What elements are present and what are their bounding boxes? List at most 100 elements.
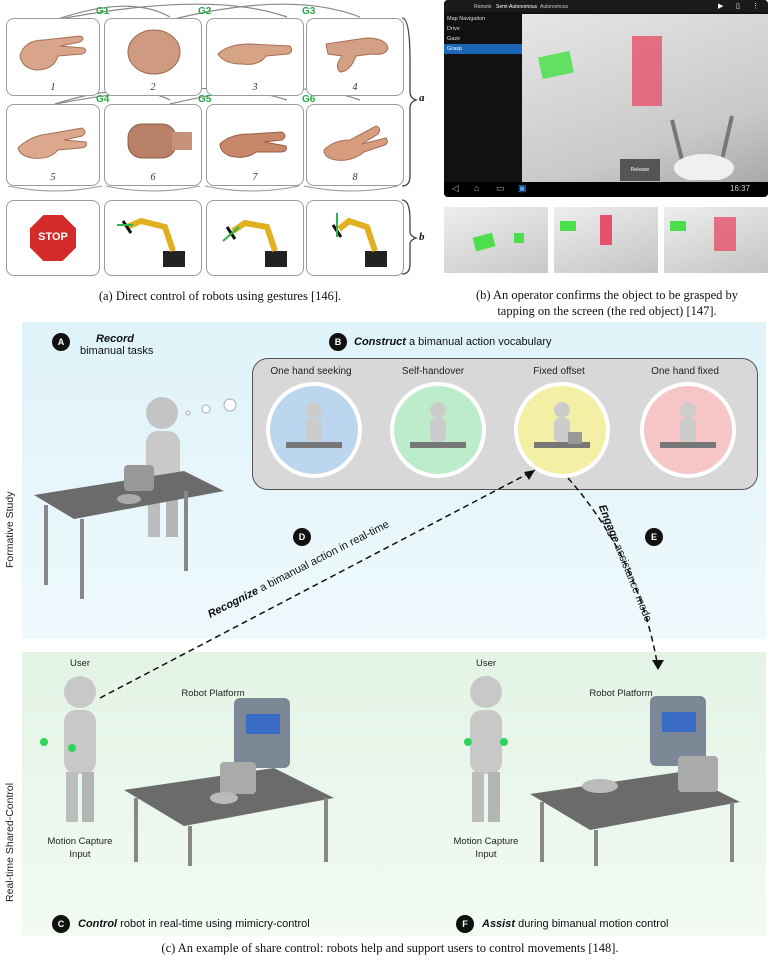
vocab-label-4: One hand fixed: [651, 366, 719, 377]
right-robot-label: Robot Platform: [589, 688, 653, 699]
green-object: [514, 233, 524, 243]
menu-drive[interactable]: Drive: [447, 26, 460, 32]
green-object: [670, 221, 686, 231]
vocab-circle-one-hand-fixed: [640, 382, 736, 478]
tablet-screen: Remote Semi-Autonomous Autonomous ▶ ▯ ⋮ …: [444, 0, 768, 197]
user-and-robot-scene-left: [40, 676, 334, 866]
stop-card: STOP: [6, 200, 100, 276]
thumbnail-3: [664, 207, 768, 273]
robot-arm-card-3: [306, 200, 404, 276]
person-at-table-icon: [286, 402, 342, 448]
step-e-badge: E: [645, 528, 663, 546]
gesture-card-1: 1: [6, 18, 100, 96]
robot-arm-icon: [117, 217, 185, 267]
left-robot-label: Robot Platform: [181, 688, 245, 699]
vocab-label-2: Self-handover: [401, 366, 465, 377]
step-c-text: Control robot in real-time using mimicry…: [78, 918, 310, 930]
gesture-card-8: 8: [306, 104, 404, 186]
card-number: 6: [150, 172, 156, 183]
caption-b: (b) An operator confirms the object to b…: [444, 287, 770, 319]
gesture-card-2: 2: [104, 18, 202, 96]
card-number: 2: [150, 82, 156, 93]
release-button[interactable]: Release: [620, 159, 660, 181]
tab-autonomous[interactable]: Autonomous: [540, 4, 569, 10]
person-recording-illustration: [34, 397, 237, 599]
person-at-table-icon: [410, 402, 466, 448]
stop-sign-text: STOP: [38, 231, 68, 243]
tablet-side-menu: Map Navigation Drive Gaze Grasp: [444, 14, 522, 54]
step-b-text: Construct a bimanual action vocabulary: [354, 336, 551, 348]
step-f-rest: during bimanual motion control: [515, 918, 669, 930]
caption-b-line1: (b) An operator confirms the object to b…: [475, 288, 739, 302]
group-label-g4: G4: [96, 94, 110, 105]
caption-a: (a) Direct control of robots using gestu…: [98, 289, 342, 303]
phone-icon[interactable]: ▯: [736, 3, 740, 10]
red-object: [600, 215, 612, 245]
group-label-g2: G2: [198, 6, 212, 17]
step-b-badge: B: [329, 333, 347, 351]
tab-semi-autonomous[interactable]: Semi-Autonomous: [496, 4, 538, 10]
right-user-label: User: [475, 658, 497, 669]
person-at-table-icon: [660, 402, 716, 448]
right-mocap-line2: Input: [475, 849, 497, 860]
caption-c: (c) An example of share control: robots …: [161, 941, 619, 955]
home-icon[interactable]: ⌂: [474, 183, 480, 193]
step-b-rest: a bimanual action vocabulary: [405, 336, 552, 348]
left-mocap-line1: Motion Capture: [47, 836, 113, 847]
hand-spread-icon: [323, 125, 388, 161]
bracket-label-a: a: [419, 92, 425, 104]
group-label-g5: G5: [198, 94, 212, 105]
hand-open-side-icon: [19, 35, 87, 71]
green-object: [560, 221, 576, 231]
step-a-text: Record bimanual tasks: [80, 333, 154, 357]
menu-gaze[interactable]: Gaze: [447, 36, 461, 42]
gesture-card-5: 5: [6, 104, 100, 186]
left-mocap-line2: Input: [69, 849, 91, 860]
menu-icon[interactable]: ⋮: [752, 3, 759, 10]
back-icon[interactable]: ◁: [452, 183, 459, 193]
gesture-card-4: 4: [306, 18, 404, 96]
robot-arm-icon: [222, 219, 287, 267]
hand-pinch-icon: [325, 37, 389, 73]
thumbnail-2: [554, 207, 658, 273]
step-a-badge: A: [52, 333, 70, 351]
thumbnail-1: [444, 207, 548, 273]
recent-apps-icon[interactable]: ▭: [496, 183, 505, 193]
play-icon[interactable]: ▶: [718, 3, 724, 10]
step-c-rest: robot in real-time using mimicry-control: [117, 918, 310, 930]
app-icon[interactable]: ▣: [518, 183, 527, 193]
vocab-label-3: Fixed offset: [533, 366, 585, 377]
gripper-icon: [670, 115, 734, 180]
step-c-badge: C: [52, 915, 70, 933]
bracket-label-b: b: [419, 231, 425, 243]
clock: 16:37: [730, 184, 751, 193]
camera-view[interactable]: Release: [522, 14, 768, 182]
step-a-emph: Record: [96, 333, 134, 345]
tablet-top-bar: [444, 0, 768, 12]
user-and-robot-scene-right: [464, 676, 740, 866]
red-object[interactable]: [632, 36, 662, 106]
menu-grasp[interactable]: Grasp: [444, 44, 522, 54]
menu-map-navigation[interactable]: Map Navigation: [447, 16, 486, 22]
group-label-g3: G3: [302, 6, 316, 17]
card-number: 5: [50, 172, 56, 183]
fist-front-icon: [127, 123, 192, 159]
red-object: [714, 217, 736, 251]
group-label-g6: G6: [302, 94, 316, 105]
card-number: 8: [352, 172, 358, 183]
card-number: 1: [50, 82, 56, 93]
hand-flat-icon: [217, 43, 293, 66]
gesture-card-3: 3: [206, 18, 304, 96]
step-c-emph: Control: [78, 918, 118, 930]
vocab-circle-one-hand-seeking: [266, 382, 362, 478]
left-user-label: User: [69, 658, 91, 669]
caption-b-line2: tapping on the screen (the red object) […: [497, 304, 717, 318]
right-mocap-line1: Motion Capture: [453, 836, 519, 847]
fist-icon: [127, 29, 181, 75]
left-mocap-label: Motion Capture Input: [30, 835, 130, 861]
card-number: 7: [252, 172, 258, 183]
hand-open-palm-icon: [219, 131, 287, 158]
step-a-rest: bimanual tasks: [80, 345, 154, 357]
tab-remote[interactable]: Remote: [474, 4, 492, 10]
